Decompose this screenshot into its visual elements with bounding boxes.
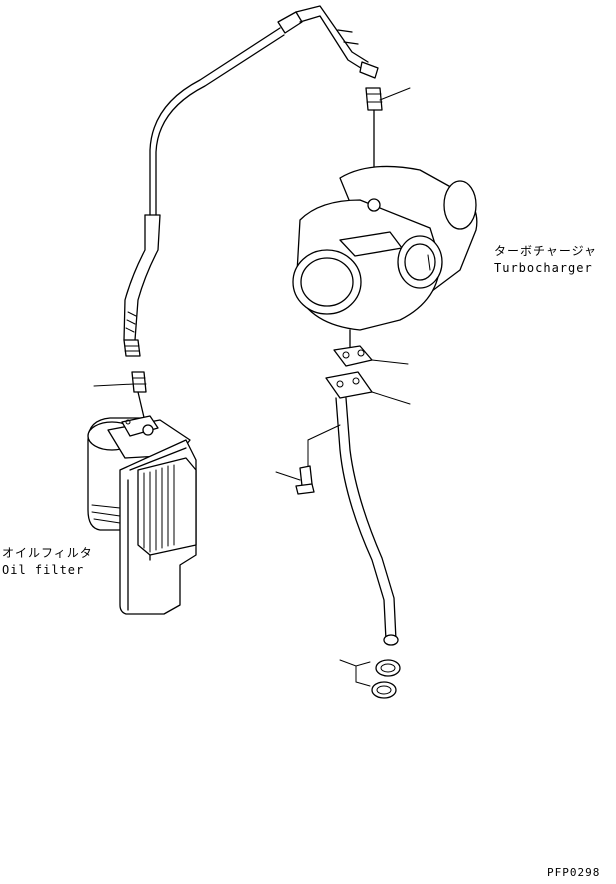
turbocharger-label-ja: ターボチャージャ (494, 244, 598, 258)
drawing-code: PFP0298 (547, 866, 601, 879)
drain-tube (307, 397, 399, 646)
o-rings (339, 659, 401, 699)
oil-filter (87, 415, 197, 615)
oil-filter-label-ja: オイルフィルタ (2, 546, 93, 560)
turbocharger-label-en: Turbocharger (494, 261, 593, 275)
oil-supply-tube (123, 5, 379, 357)
oil-filter-label-en: Oil filter (2, 563, 85, 577)
drain-gaskets (325, 329, 411, 405)
turbocharger (292, 165, 478, 331)
filter-connector (93, 371, 147, 427)
bolt (275, 465, 315, 495)
